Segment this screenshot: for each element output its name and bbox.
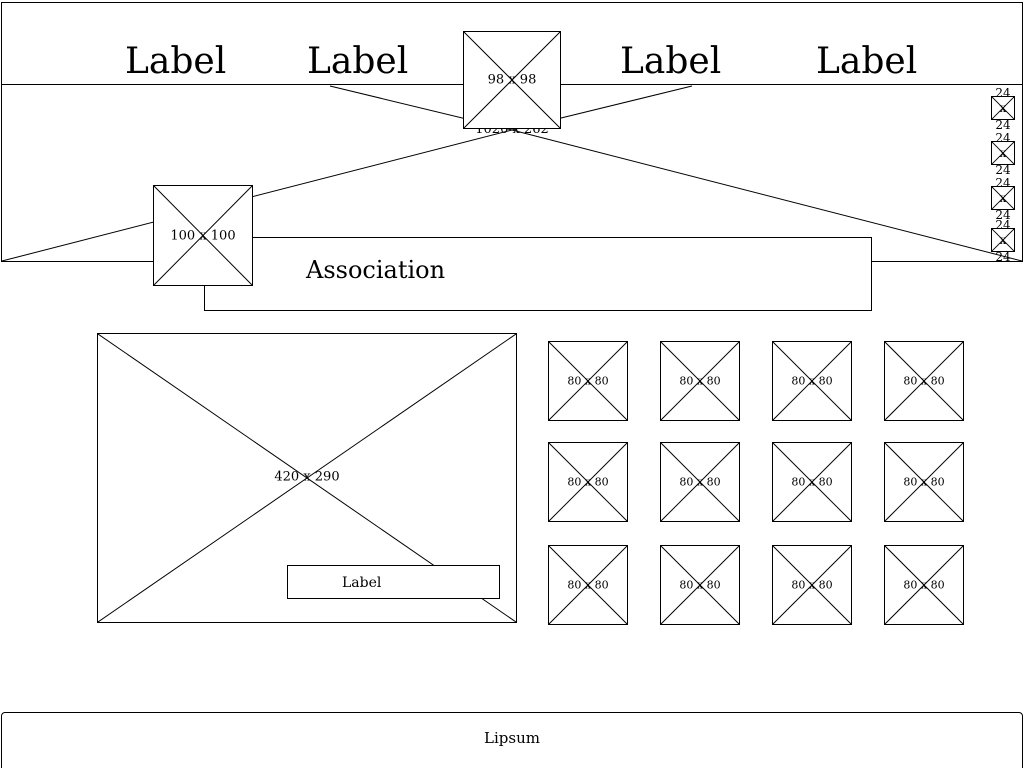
placeholder-x-icon bbox=[549, 443, 627, 521]
icon-size-label: 24 bbox=[995, 118, 1011, 132]
placeholder-x-icon bbox=[773, 546, 851, 624]
nav-link-1[interactable]: Label bbox=[123, 41, 229, 82]
thumb-size-label: 80 x 80 bbox=[567, 578, 609, 592]
thumb-size-label: 80 x 80 bbox=[567, 374, 609, 388]
gallery-thumb[interactable]: 80 x 80 bbox=[660, 545, 740, 625]
icon-size-label: 24 bbox=[995, 131, 1011, 145]
feature-size-label: 420 x 290 bbox=[274, 469, 340, 485]
placeholder-x-icon bbox=[154, 186, 252, 285]
icon-size-label: 24 bbox=[995, 208, 1011, 222]
placeholder-x-icon bbox=[885, 443, 963, 521]
logo-size-label: 98 x 98 bbox=[487, 72, 537, 88]
association-avatar-placeholder[interactable]: 100 x 100 bbox=[153, 185, 253, 286]
placeholder-x-icon bbox=[992, 97, 1014, 119]
icon-x-label: x bbox=[999, 146, 1007, 160]
nav-link-3[interactable]: Label bbox=[618, 41, 724, 82]
footer-bar bbox=[1, 712, 1023, 768]
gallery-thumb[interactable]: 80 x 80 bbox=[884, 341, 964, 421]
icon-size-label: 24 bbox=[995, 163, 1011, 177]
logo-image-placeholder[interactable]: 98 x 98 bbox=[463, 31, 561, 129]
placeholder-x-icon bbox=[661, 443, 739, 521]
side-icon-1[interactable]: 24 x 24 bbox=[991, 87, 1015, 131]
placeholder-x-icon bbox=[549, 342, 627, 420]
footer-text: Lipsum bbox=[484, 729, 540, 747]
thumb-size-label: 80 x 80 bbox=[567, 475, 609, 489]
placeholder-x-icon bbox=[885, 342, 963, 420]
side-icon-4[interactable]: 24 x 24 bbox=[991, 219, 1015, 263]
gallery-thumb[interactable]: 80 x 80 bbox=[660, 442, 740, 522]
placeholder-x-icon bbox=[773, 342, 851, 420]
thumb-size-label: 80 x 80 bbox=[903, 475, 945, 489]
thumb-size-label: 80 x 80 bbox=[679, 578, 721, 592]
placeholder-x-icon bbox=[992, 229, 1014, 251]
icon-size-label: 24 bbox=[995, 218, 1011, 232]
gallery-thumb[interactable]: 80 x 80 bbox=[548, 442, 628, 522]
icon-size-label: 24 bbox=[995, 250, 1011, 264]
placeholder-x-icon bbox=[661, 546, 739, 624]
gallery-thumb[interactable]: 80 x 80 bbox=[548, 341, 628, 421]
placeholder-x-icon bbox=[992, 187, 1014, 209]
gallery-thumb[interactable]: 80 x 80 bbox=[772, 442, 852, 522]
side-icon-3[interactable]: 24 x 24 bbox=[991, 177, 1015, 221]
nav-link-2[interactable]: Label bbox=[305, 41, 411, 82]
thumb-size-label: 80 x 80 bbox=[679, 374, 721, 388]
gallery-thumb[interactable]: 80 x 80 bbox=[884, 545, 964, 625]
thumb-size-label: 80 x 80 bbox=[791, 475, 833, 489]
gallery-thumb[interactable]: 80 x 80 bbox=[772, 545, 852, 625]
icon-x-label: x bbox=[999, 233, 1007, 247]
thumb-size-label: 80 x 80 bbox=[679, 475, 721, 489]
thumb-size-label: 80 x 80 bbox=[903, 578, 945, 592]
icon-x-label: x bbox=[999, 191, 1007, 205]
association-panel bbox=[204, 237, 872, 311]
icon-size-label: 24 bbox=[995, 176, 1011, 190]
placeholder-x-icon bbox=[885, 546, 963, 624]
gallery-thumb[interactable]: 80 x 80 bbox=[884, 442, 964, 522]
thumb-size-label: 80 x 80 bbox=[903, 374, 945, 388]
thumb-size-label: 80 x 80 bbox=[791, 374, 833, 388]
gallery-thumb[interactable]: 80 x 80 bbox=[772, 341, 852, 421]
placeholder-x-icon bbox=[661, 342, 739, 420]
side-icon-2[interactable]: 24 x 24 bbox=[991, 132, 1015, 176]
gallery-thumb[interactable]: 80 x 80 bbox=[548, 545, 628, 625]
association-title: Association bbox=[306, 256, 446, 284]
icon-x-label: x bbox=[999, 101, 1007, 115]
placeholder-x-icon bbox=[464, 32, 560, 128]
thumb-size-label: 80 x 80 bbox=[791, 578, 833, 592]
avatar-size-label: 100 x 100 bbox=[170, 228, 236, 243]
nav-link-4[interactable]: Label bbox=[814, 41, 920, 82]
icon-size-label: 24 bbox=[995, 86, 1011, 100]
gallery-thumb[interactable]: 80 x 80 bbox=[660, 341, 740, 421]
placeholder-x-icon bbox=[773, 443, 851, 521]
placeholder-x-icon bbox=[549, 546, 627, 624]
placeholder-x-icon bbox=[992, 142, 1014, 164]
feature-caption: Label bbox=[287, 565, 500, 599]
